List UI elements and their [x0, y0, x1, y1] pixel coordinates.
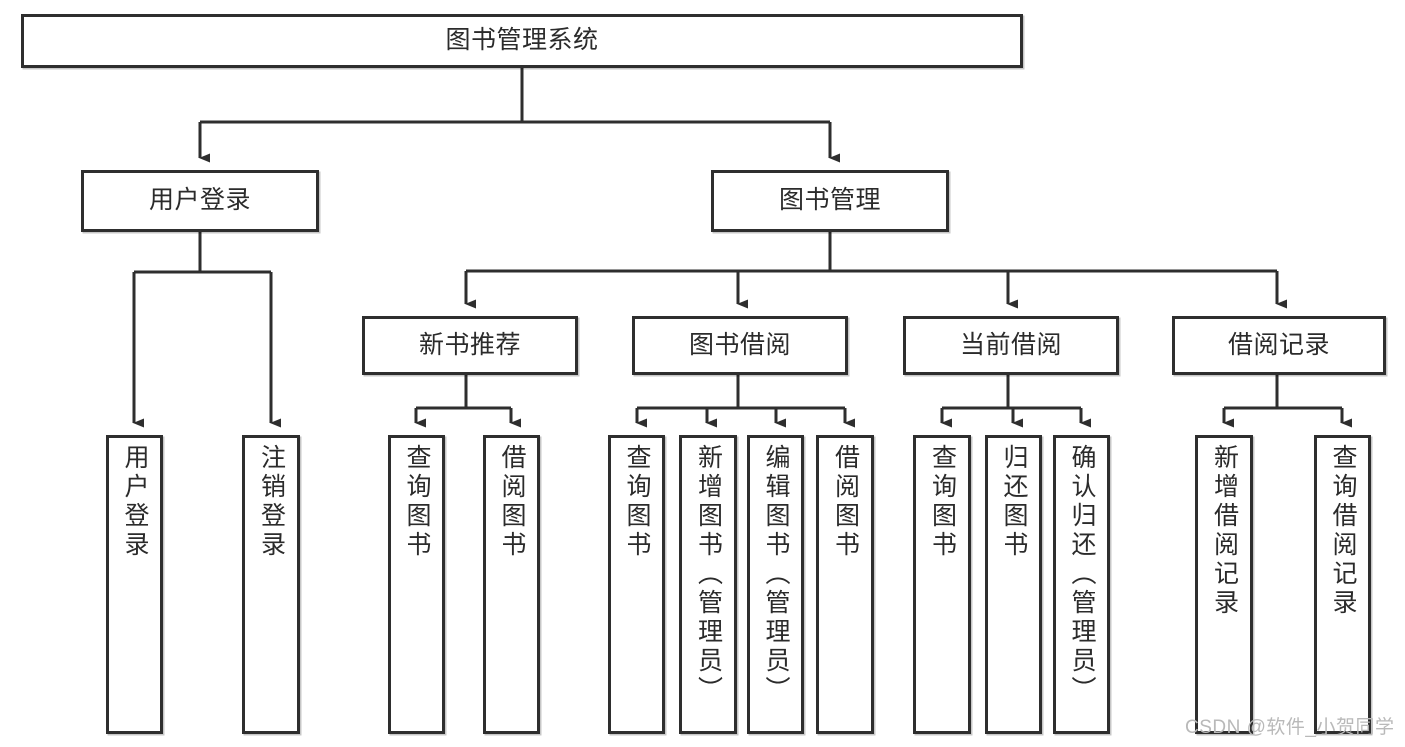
- node-leaf-query-book-borrow[interactable]: 查询图书: [608, 435, 665, 734]
- node-leaf-query-book-current[interactable]: 查询图书: [913, 435, 971, 734]
- node-book-management-label: 图书管理: [778, 186, 881, 215]
- node-book-management[interactable]: 图书管理: [711, 170, 949, 232]
- node-leaf-return-book-label: 归还图书: [1000, 444, 1028, 560]
- node-book-borrow[interactable]: 图书借阅: [632, 316, 848, 375]
- csdn-watermark: CSDN @软件_小贺同学: [1185, 717, 1395, 738]
- node-leaf-add-borrow-record[interactable]: 新增借阅记录: [1195, 435, 1253, 734]
- node-borrow-record-label: 借阅记录: [1227, 330, 1330, 359]
- node-leaf-query-book-current-label: 查询图书: [928, 444, 957, 560]
- node-leaf-user-logout-label: 注销登录: [257, 444, 286, 560]
- node-leaf-confirm-return-admin-label: 确认归还（管理员）: [1068, 444, 1096, 705]
- node-user-login[interactable]: 用户登录: [81, 170, 319, 232]
- node-leaf-add-book-admin[interactable]: 新增图书（管理员）: [679, 435, 737, 734]
- node-current-borrow-label: 当前借阅: [959, 330, 1062, 359]
- node-leaf-user-logout[interactable]: 注销登录: [242, 435, 300, 734]
- node-leaf-borrow-book[interactable]: 借阅图书: [816, 435, 874, 734]
- node-leaf-edit-book-admin[interactable]: 编辑图书（管理员）: [747, 435, 804, 734]
- node-leaf-borrow-book-recommend[interactable]: 借阅图书: [483, 435, 540, 734]
- node-leaf-add-borrow-record-label: 新增借阅记录: [1210, 444, 1239, 618]
- node-current-borrow[interactable]: 当前借阅: [903, 316, 1119, 375]
- node-leaf-return-book[interactable]: 归还图书: [985, 435, 1042, 734]
- node-new-book-recommend[interactable]: 新书推荐: [362, 316, 578, 375]
- node-leaf-edit-book-admin-label: 编辑图书（管理员）: [762, 444, 790, 705]
- node-book-borrow-label: 图书借阅: [688, 330, 791, 359]
- node-new-book-recommend-label: 新书推荐: [418, 330, 521, 359]
- node-leaf-borrow-book-label: 借阅图书: [831, 444, 860, 560]
- node-leaf-add-book-admin-label: 新增图书（管理员）: [694, 444, 723, 705]
- node-borrow-record[interactable]: 借阅记录: [1172, 316, 1386, 375]
- node-leaf-confirm-return-admin[interactable]: 确认归还（管理员）: [1053, 435, 1110, 734]
- node-leaf-query-book-recommend-label: 查询图书: [403, 444, 431, 560]
- node-user-login-label: 用户登录: [148, 186, 251, 215]
- node-leaf-query-borrow-record-label: 查询借阅记录: [1329, 444, 1357, 618]
- node-leaf-query-book-recommend[interactable]: 查询图书: [388, 435, 445, 734]
- node-leaf-user-login-label: 用户登录: [121, 444, 149, 560]
- node-root-label: 图书管理系统: [445, 26, 599, 55]
- node-leaf-query-borrow-record[interactable]: 查询借阅记录: [1314, 435, 1371, 734]
- node-leaf-user-login[interactable]: 用户登录: [106, 435, 163, 734]
- node-leaf-borrow-book-recommend-label: 借阅图书: [498, 444, 526, 560]
- node-root[interactable]: 图书管理系统: [21, 14, 1023, 68]
- node-leaf-query-book-borrow-label: 查询图书: [623, 444, 651, 560]
